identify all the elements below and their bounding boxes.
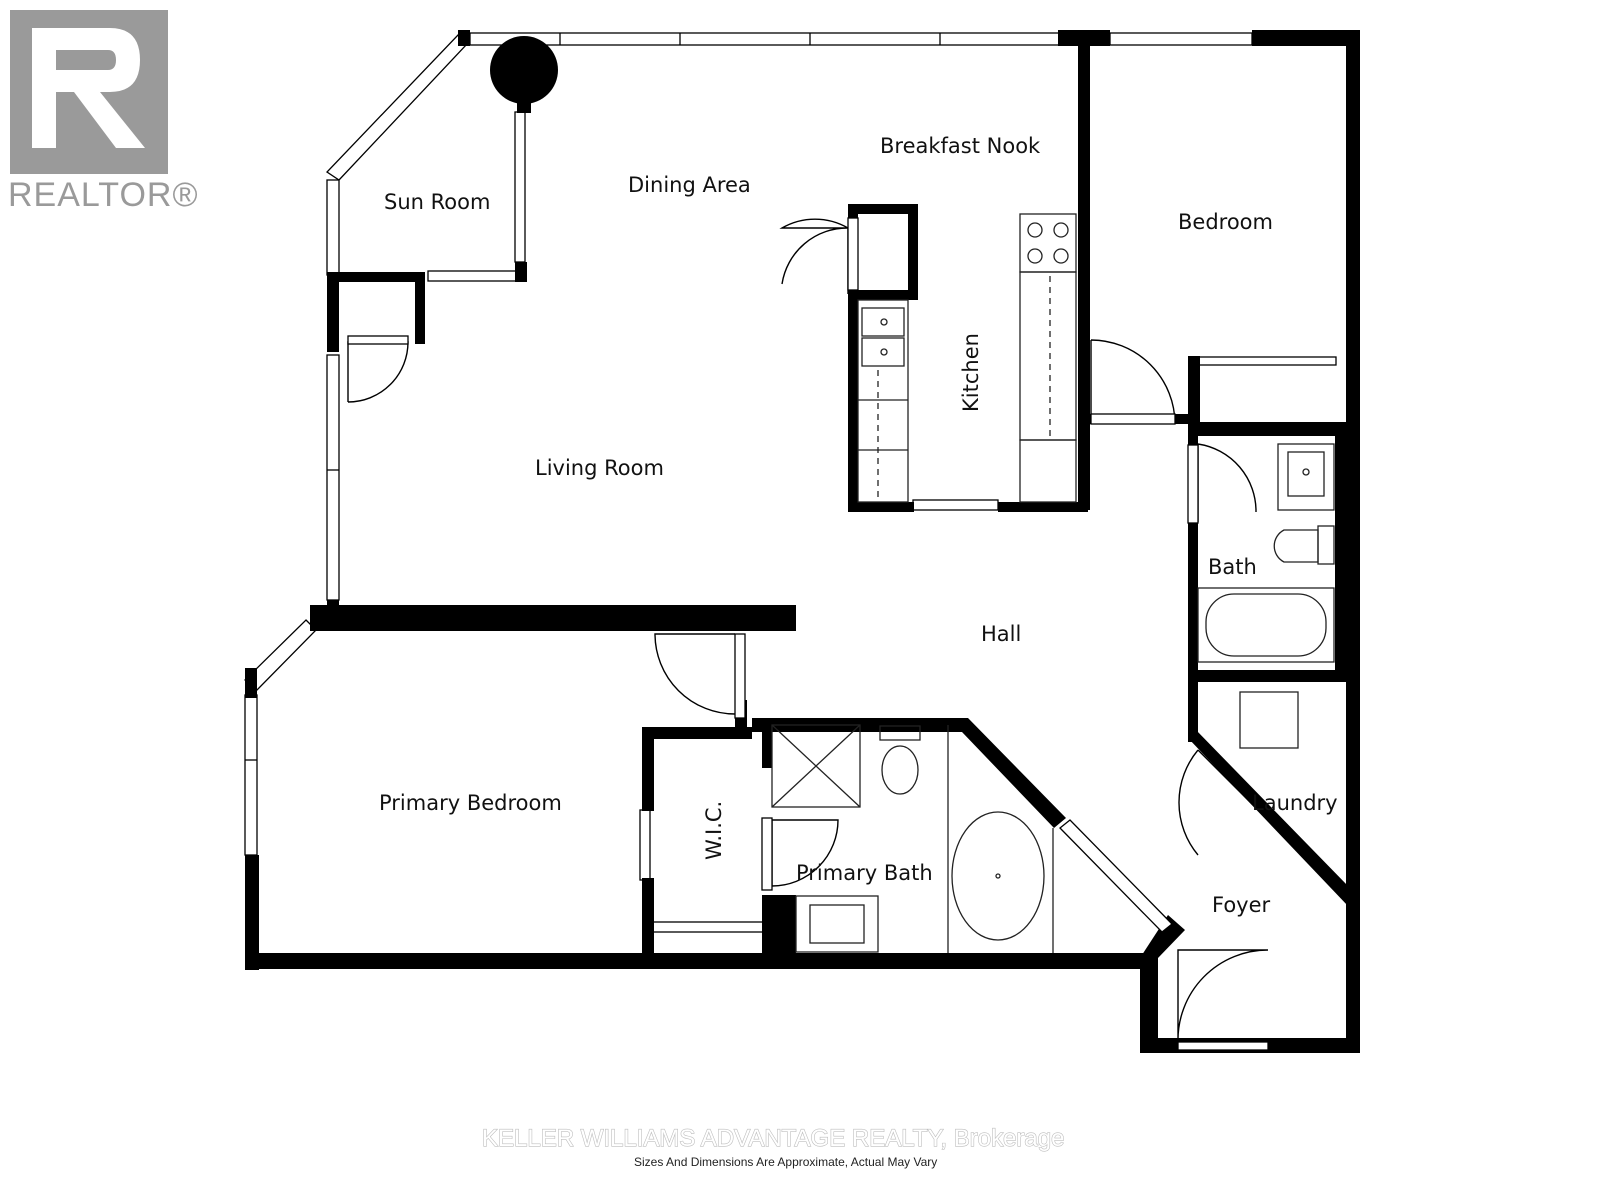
bath-toilet-bowl (1273, 529, 1319, 563)
label-wic: W.I.C. (702, 801, 726, 860)
disclaimer: Sizes And Dimensions Are Approximate, Ac… (634, 1155, 937, 1169)
soaker-tub (951, 811, 1045, 941)
wall-closet-angled (1140, 915, 1185, 958)
label-kitchen: Kitchen (959, 333, 983, 412)
door-frames (347, 217, 1269, 1051)
label-hall: Hall (981, 622, 1021, 646)
logo-text: REALTOR® (8, 176, 199, 214)
room-labels: Sun Room Dining Area Breakfast Nook Bedr… (379, 134, 1338, 917)
label-dining-area: Dining Area (628, 173, 751, 197)
bath-fixtures (1197, 443, 1335, 749)
primary-toilet-bowl (881, 745, 919, 795)
wall-primary-bath-angled (752, 718, 1066, 828)
primary-toilet-tank (879, 725, 921, 741)
kitchen-fixtures (857, 213, 1077, 503)
sliding-door-closet (1059, 819, 1173, 933)
primary-bath-fixtures (771, 724, 1054, 953)
stove (1019, 213, 1077, 273)
primary-vanity (795, 895, 879, 953)
column-stub (517, 95, 531, 113)
sink-counter (857, 299, 909, 503)
structural-column (490, 36, 558, 104)
label-foyer: Foyer (1212, 893, 1271, 917)
counter-right (1019, 271, 1077, 441)
label-living-room: Living Room (535, 456, 664, 480)
bathtub (1197, 587, 1335, 663)
bath-toilet-tank (1317, 525, 1335, 565)
wall-foyer-angled (1188, 730, 1348, 906)
label-primary-bath: Primary Bath (796, 861, 933, 885)
label-primary-bedroom: Primary Bedroom (379, 791, 562, 815)
walls (245, 30, 1360, 1053)
logo-r-stem (32, 28, 56, 148)
label-breakfast-nook: Breakfast Nook (880, 134, 1041, 158)
laundry-machine (1239, 691, 1299, 749)
fridge (1019, 439, 1077, 503)
label-bedroom: Bedroom (1178, 210, 1273, 234)
label-bath: Bath (1208, 555, 1257, 579)
shower (771, 724, 861, 808)
window-sunroom-diagonal (325, 34, 469, 181)
realtor-logo: REALTOR® (8, 10, 199, 214)
wall-bedroom-corner (245, 668, 257, 698)
label-sun-room: Sun Room (384, 190, 490, 214)
label-laundry: Laundry (1252, 791, 1338, 815)
bath-vanity (1277, 443, 1335, 511)
brokerage-watermark: KELLER WILLIAMS ADVANTAGE REALTY, Broker… (482, 1125, 1064, 1152)
logo-r-bowl (56, 28, 145, 148)
